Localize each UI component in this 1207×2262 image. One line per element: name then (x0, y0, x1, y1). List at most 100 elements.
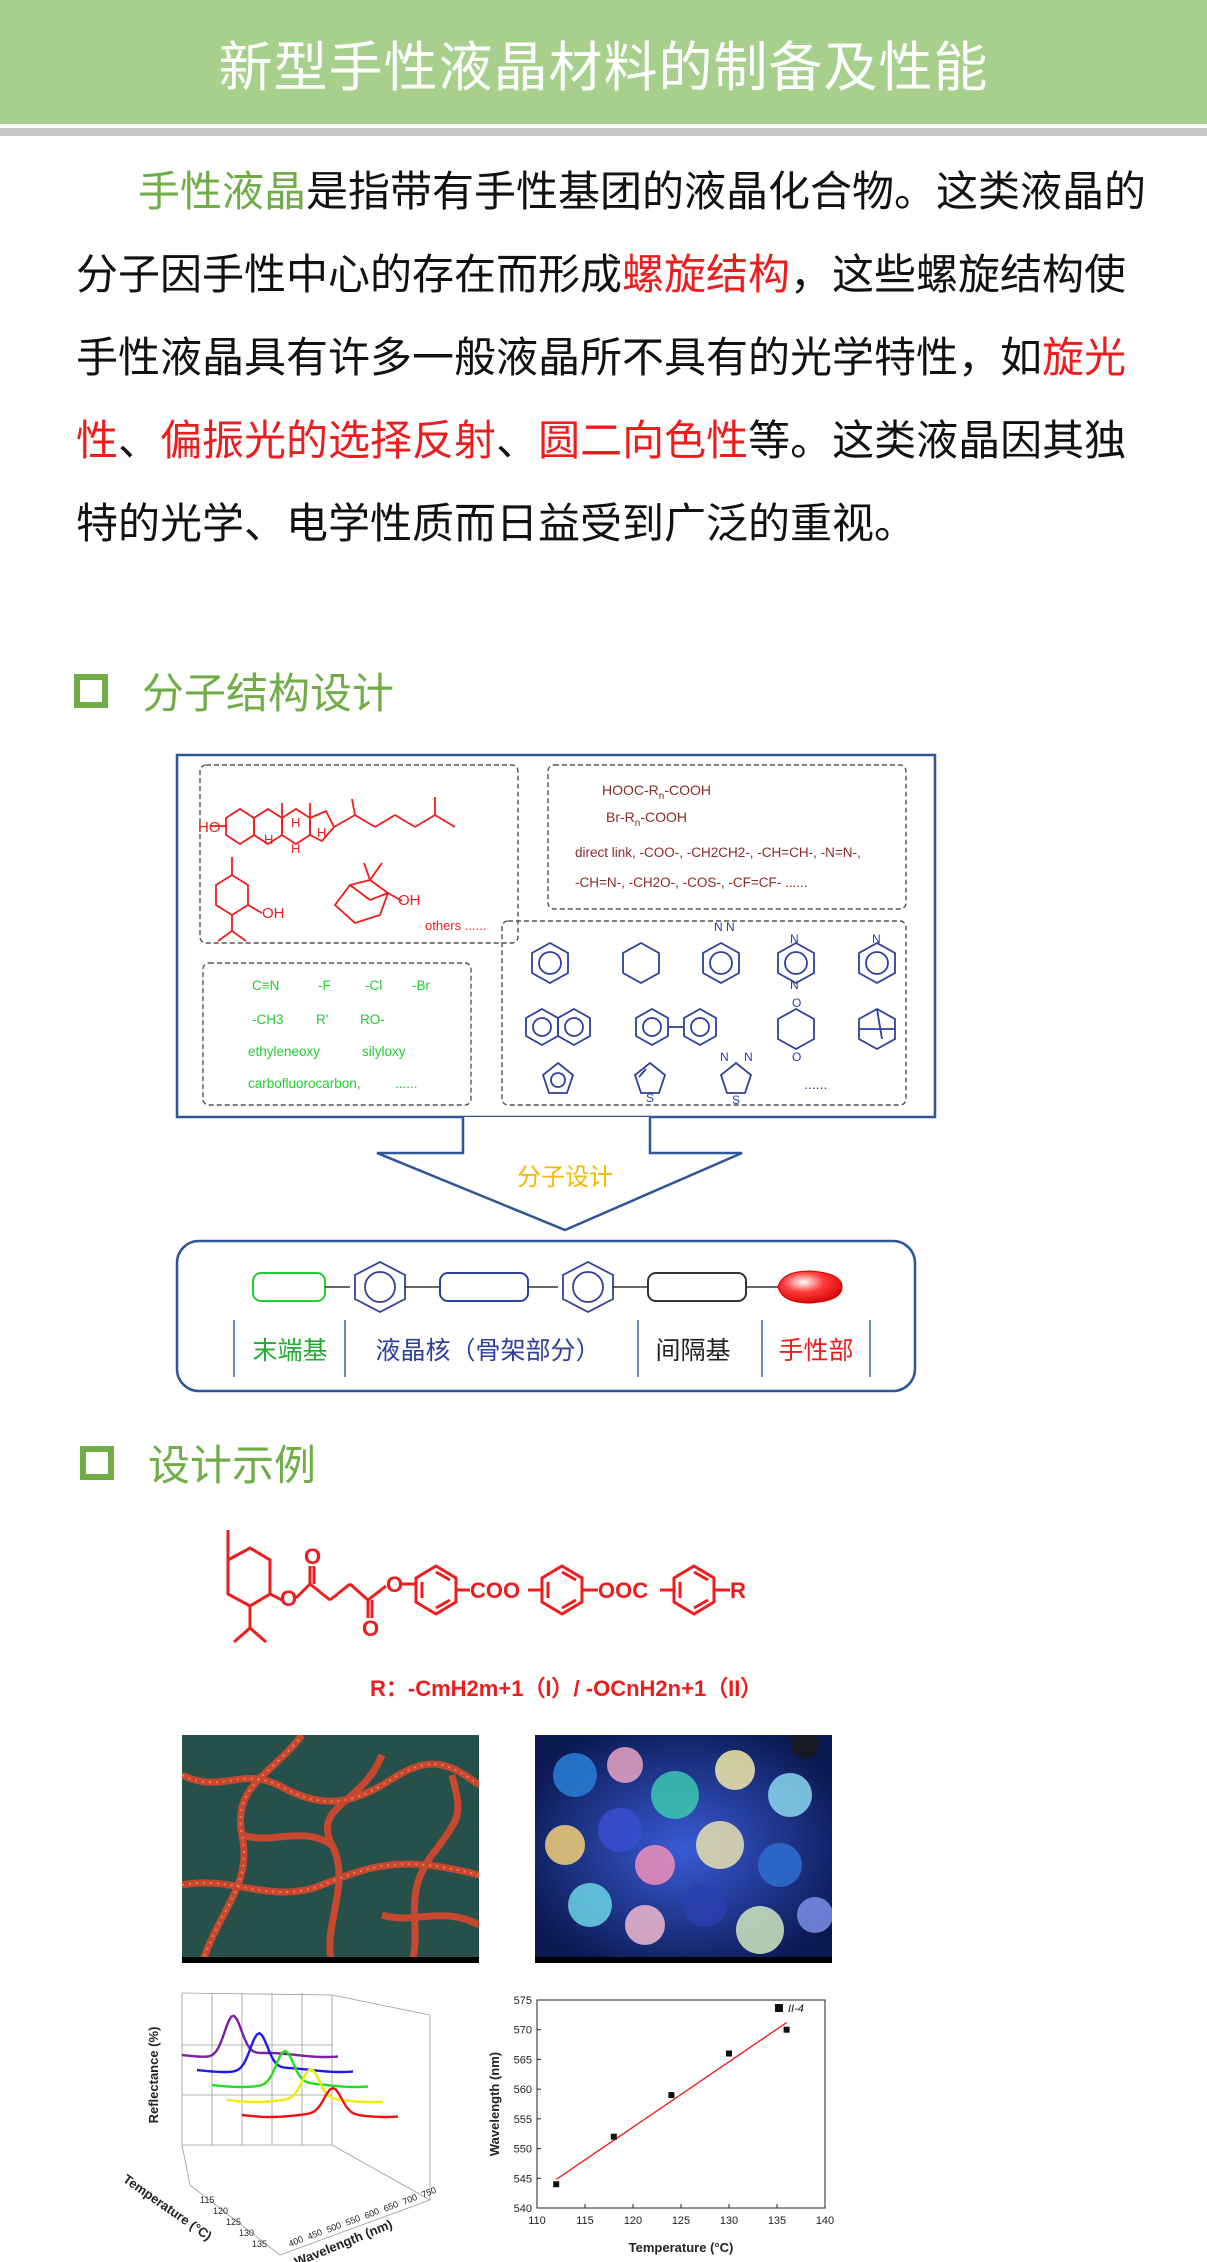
x-tick-label: 125 (672, 2215, 690, 2227)
x-tick-label: 140 (816, 2215, 834, 2227)
x-tick-label: 135 (768, 2215, 786, 2227)
spacer-line-4: -CH=N-, -CH2O-, -COS-, -CF=CF- ...... (575, 875, 808, 890)
y-tick-label: 540 (514, 2203, 532, 2215)
pyridazine-ring-icon (702, 941, 740, 985)
spacer-block (647, 1272, 747, 1302)
z-tick-label: 125 (226, 2217, 241, 2227)
intro-text: 是指带有手性基团的液晶化合物。这类液晶的分子因手性中心的存在而形成 (76, 167, 1147, 299)
cyclopentadiene-ring-icon (541, 1061, 575, 1094)
molecular-design-diagram: 分子设计 HO H H H H OH OH others ...... HOOC… (175, 753, 937, 1393)
atom-label: N (720, 1050, 729, 1064)
term-circular-dichroism: 圆二向色性 (538, 416, 749, 465)
spectrum-line (211, 2049, 369, 2089)
title-banner: 新型手性液晶材料的制备及性能 (0, 0, 1207, 124)
atom-o: O (386, 1572, 403, 1597)
terminal-chloro: -Cl (365, 978, 382, 993)
section-heading-structure: 分子结构设计 (74, 660, 394, 721)
y-tick-label: 570 (514, 2025, 532, 2037)
x-tick-label: 115 (576, 2215, 594, 2227)
atom-label: N (744, 1050, 753, 1064)
atom-label: S (646, 1091, 654, 1105)
spacer-line-1: HOOC-Rn-COOH (602, 782, 711, 802)
spectra-series (181, 2014, 399, 2119)
pyridine-ring-icon (858, 941, 896, 985)
y-tick-label: 565 (514, 2054, 532, 2066)
term-selective-reflection: 偏振光的选择反射 (160, 416, 497, 465)
arrow-label: 分子设计 (517, 1164, 613, 1191)
atom-label: H (291, 841, 300, 856)
x-tick-label: 120 (624, 2215, 642, 2227)
atom-label: N (714, 920, 723, 934)
ring-structures (525, 941, 896, 1094)
y-tick-label: 550 (514, 2144, 532, 2156)
z-tick-label: 130 (239, 2228, 254, 2238)
y-axis-label: Reflectance (%) (146, 2027, 161, 2124)
term-chiral-lc: 手性液晶 (138, 167, 307, 216)
x-tick-label: 130 (720, 2215, 738, 2227)
atom-label: HO (198, 819, 221, 836)
spectrum-line (196, 2031, 354, 2074)
x-tick-label: 110 (528, 2215, 546, 2227)
molecule-schematic-box (175, 1239, 917, 1393)
title-divider (0, 128, 1207, 136)
intro-text: 、 (118, 416, 161, 465)
atom-label: H (264, 832, 273, 847)
terminal-methyl: -CH3 (252, 1012, 284, 1027)
spectrum-line (181, 2014, 339, 2059)
scatter-points (553, 2026, 790, 2188)
atom-label: N (790, 978, 799, 992)
y-axis-label: Wavelength (nm) (487, 2052, 502, 2156)
spacer-line-2: Br-Rn-COOH (606, 809, 687, 829)
x-tick-label: 700 (401, 2192, 419, 2207)
atom-label: N (872, 932, 881, 946)
x-axis-label: Wavelength (nm) (292, 2216, 394, 2262)
bicyclooctane-ring-icon (858, 1007, 896, 1051)
y-tick-label: 575 (514, 1995, 532, 2007)
thiophene-ring-icon (633, 1061, 667, 1094)
atom-label: OH (398, 892, 421, 909)
chiral-groups-box (199, 764, 519, 944)
benzene-ring-icon (531, 941, 569, 985)
section-title: 设计示例 (148, 1441, 317, 1490)
x-tick-label: 600 (363, 2206, 381, 2221)
spectrum-line (226, 2067, 384, 2104)
terminal-alkoxy: RO- (360, 1012, 385, 1027)
ester-ooc: OOC (598, 1578, 648, 1603)
atom-label: N (790, 932, 799, 946)
substituent-r: R (730, 1578, 746, 1603)
section-title: 分子结构设计 (142, 669, 395, 718)
z-tick-label: 115 (200, 2195, 214, 2205)
terminal-alkyl: R' (316, 1012, 328, 1027)
thiadiazole-ring-icon (719, 1061, 753, 1094)
atom-label: S (732, 1093, 740, 1107)
label-core: 液晶核（骨架部分） (375, 1337, 600, 1365)
section-heading-example: 设计示例 (80, 1432, 316, 1493)
linking-group-block (439, 1272, 529, 1302)
z-axis-label: Temperature (°C) (120, 2171, 214, 2243)
atom-label: H (317, 825, 326, 840)
design-arrow (376, 1117, 743, 1232)
benzene-core-icon (354, 1260, 406, 1314)
y-tick-label: 545 (514, 2173, 532, 2185)
ester-coo: COO (470, 1578, 520, 1603)
dioxane-ring-icon (777, 1007, 815, 1051)
page-title: 新型手性液晶材料的制备及性能 (218, 35, 989, 99)
data-point (783, 2026, 790, 2033)
intro-text: ，这些螺旋结构使手性液晶具有许多一般液晶所不具有的光学特性，如 (76, 250, 1127, 382)
pom-texture-photo-oily-streaks (182, 1735, 479, 1963)
y-tick-label: 555 (514, 2114, 532, 2126)
terminal-ethyleneoxy: ethyleneoxy (248, 1044, 320, 1059)
fit-line (555, 2022, 787, 2181)
label-spacer: 间隔基 (655, 1337, 730, 1365)
data-point (610, 2133, 617, 2140)
atom-label: O (792, 1050, 801, 1064)
z-tick-label: 135 (252, 2239, 267, 2249)
square-bullet-icon (80, 1445, 114, 1480)
others-label: others ...... (425, 918, 486, 933)
spacer-line-3: direct link, -COO-, -CH2CH2-, -CH=CH-, -… (575, 845, 861, 860)
chiral-part-block (777, 1270, 843, 1304)
data-point (726, 2050, 732, 2057)
terminal-carbofluorocarbon: carbofluorocarbon, (248, 1076, 361, 1091)
